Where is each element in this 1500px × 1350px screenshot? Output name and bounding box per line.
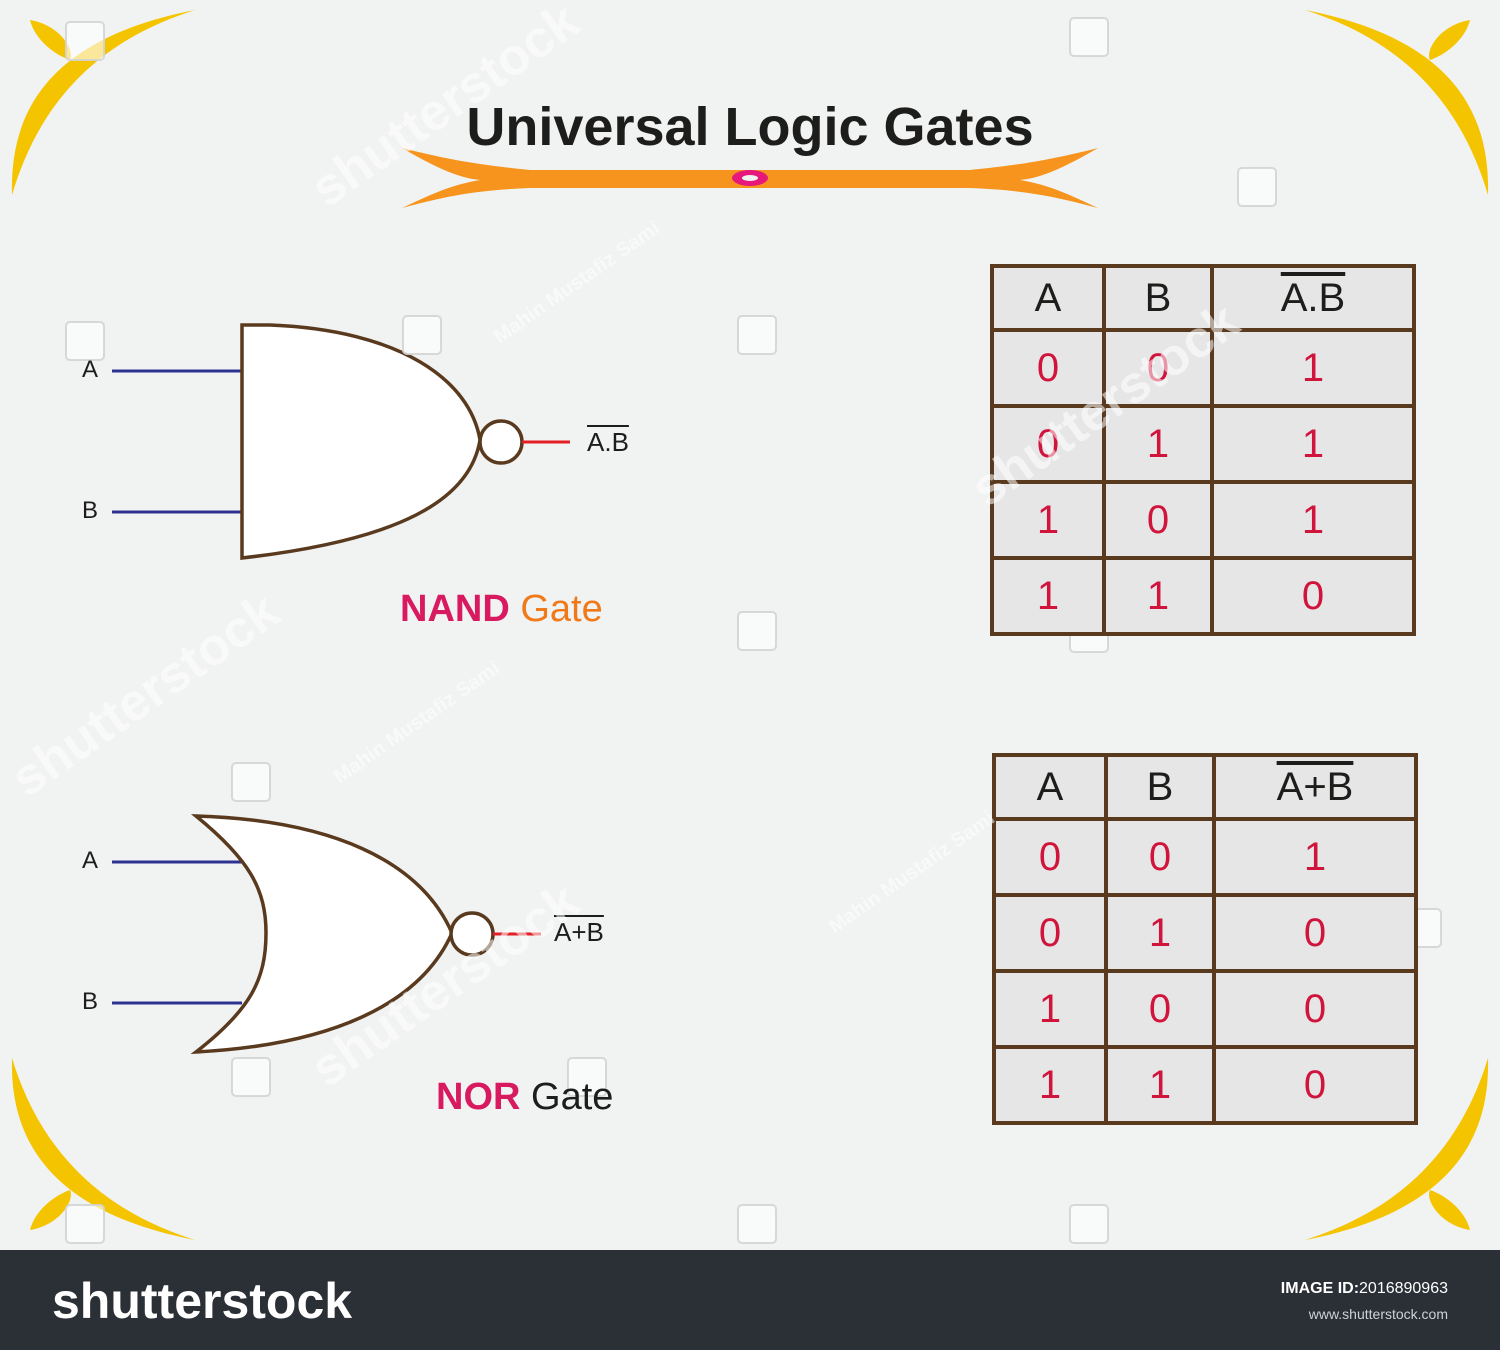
table-row: 0 1 0 (992, 893, 1418, 973)
table-cell: 1 (1102, 404, 1214, 484)
corner-ornament-top-right (1305, 10, 1489, 195)
table-cell: 0 (1102, 328, 1214, 408)
header-b: B (1104, 753, 1216, 821)
table-row: 0 0 1 (990, 328, 1416, 408)
table-cell: 0 (1104, 817, 1216, 897)
table-row: 1 1 0 (992, 1045, 1418, 1125)
table-cell: 0 (1104, 969, 1216, 1049)
header-output: A.B (1210, 264, 1416, 332)
table-row: 1 1 0 (990, 556, 1416, 636)
table-cell: 1 (1212, 817, 1418, 897)
footer-bar (0, 1250, 1500, 1350)
nor-gate-symbol (112, 814, 541, 1055)
header-output: A+B (1212, 753, 1418, 821)
table-row: 0 1 1 (990, 404, 1416, 484)
nor-caption-rest: Gate (531, 1076, 614, 1118)
nand-caption-rest: Gate (520, 588, 603, 630)
table-cell: 1 (1210, 480, 1416, 560)
footer-image-id: IMAGE ID:2016890963 (1281, 1280, 1448, 1298)
nor-input-b-label: B (82, 988, 99, 1015)
table-cell: 0 (992, 817, 1108, 897)
nor-output-label: A+B (554, 917, 604, 947)
table-cell: 1 (990, 556, 1106, 636)
diagram-canvas: Universal Logic Gates A B A.B NAND Gate … (11, 10, 1489, 1244)
table-cell: 1 (1104, 1045, 1216, 1125)
nor-caption: NOR Gate (436, 1076, 613, 1119)
table-row: 1 0 0 (992, 969, 1418, 1049)
table-cell: 1 (1210, 404, 1416, 484)
nand-caption-strong: NAND (400, 588, 510, 630)
image-id-label: IMAGE ID: (1280, 1280, 1360, 1297)
footer-brand-logo: shutterstock (52, 1273, 353, 1329)
table-cell: 0 (990, 404, 1106, 484)
table-cell: 1 (1102, 556, 1214, 636)
nand-caption: NAND Gate (400, 588, 603, 631)
nor-truth-table: A B A+B 0 0 1 0 1 0 1 0 0 1 1 0 (992, 753, 1418, 1125)
nor-body (190, 814, 454, 1055)
table-cell: 0 (1212, 1045, 1418, 1125)
title-ribbon (402, 148, 1098, 208)
table-cell: 0 (1212, 969, 1418, 1049)
table-row: 0 0 1 (992, 817, 1418, 897)
nand-output-label: A.B (587, 427, 629, 457)
table-cell: 1 (990, 480, 1106, 560)
nor-input-a-label: A (82, 847, 99, 874)
nand-input-b-label: B (82, 497, 99, 524)
nand-gate-symbol (112, 323, 570, 560)
page-title: Universal Logic Gates (466, 97, 1034, 157)
header-b: B (1102, 264, 1214, 332)
nand-body (240, 323, 482, 560)
table-header-row: A B A.B (990, 264, 1416, 332)
footer-site-url: www.shutterstock.com (1308, 1306, 1448, 1322)
table-cell: 1 (992, 969, 1108, 1049)
table-cell: 1 (1210, 328, 1416, 408)
corner-ornament-bottom-left (11, 1058, 196, 1240)
table-cell: 0 (990, 328, 1106, 408)
table-cell: 1 (1104, 893, 1216, 973)
table-cell: 0 (1212, 893, 1418, 973)
image-id-value: 2016890963 (1359, 1280, 1448, 1297)
header-a: A (992, 753, 1108, 821)
table-cell: 0 (1102, 480, 1214, 560)
nor-caption-strong: NOR (436, 1076, 521, 1118)
header-a: A (990, 264, 1106, 332)
table-cell: 0 (1210, 556, 1416, 636)
table-cell: 0 (992, 893, 1108, 973)
table-header-row: A B A+B (992, 753, 1418, 821)
nand-inversion-bubble (478, 419, 524, 465)
nand-truth-table: A B A.B 0 0 1 0 1 1 1 0 1 1 1 0 (990, 264, 1416, 636)
corner-ornament-bottom-right (1305, 1058, 1489, 1240)
table-row: 1 0 1 (990, 480, 1416, 560)
table-cell: 1 (992, 1045, 1108, 1125)
nand-input-a-label: A (82, 356, 99, 383)
diagram-graphics (11, 10, 1489, 1244)
